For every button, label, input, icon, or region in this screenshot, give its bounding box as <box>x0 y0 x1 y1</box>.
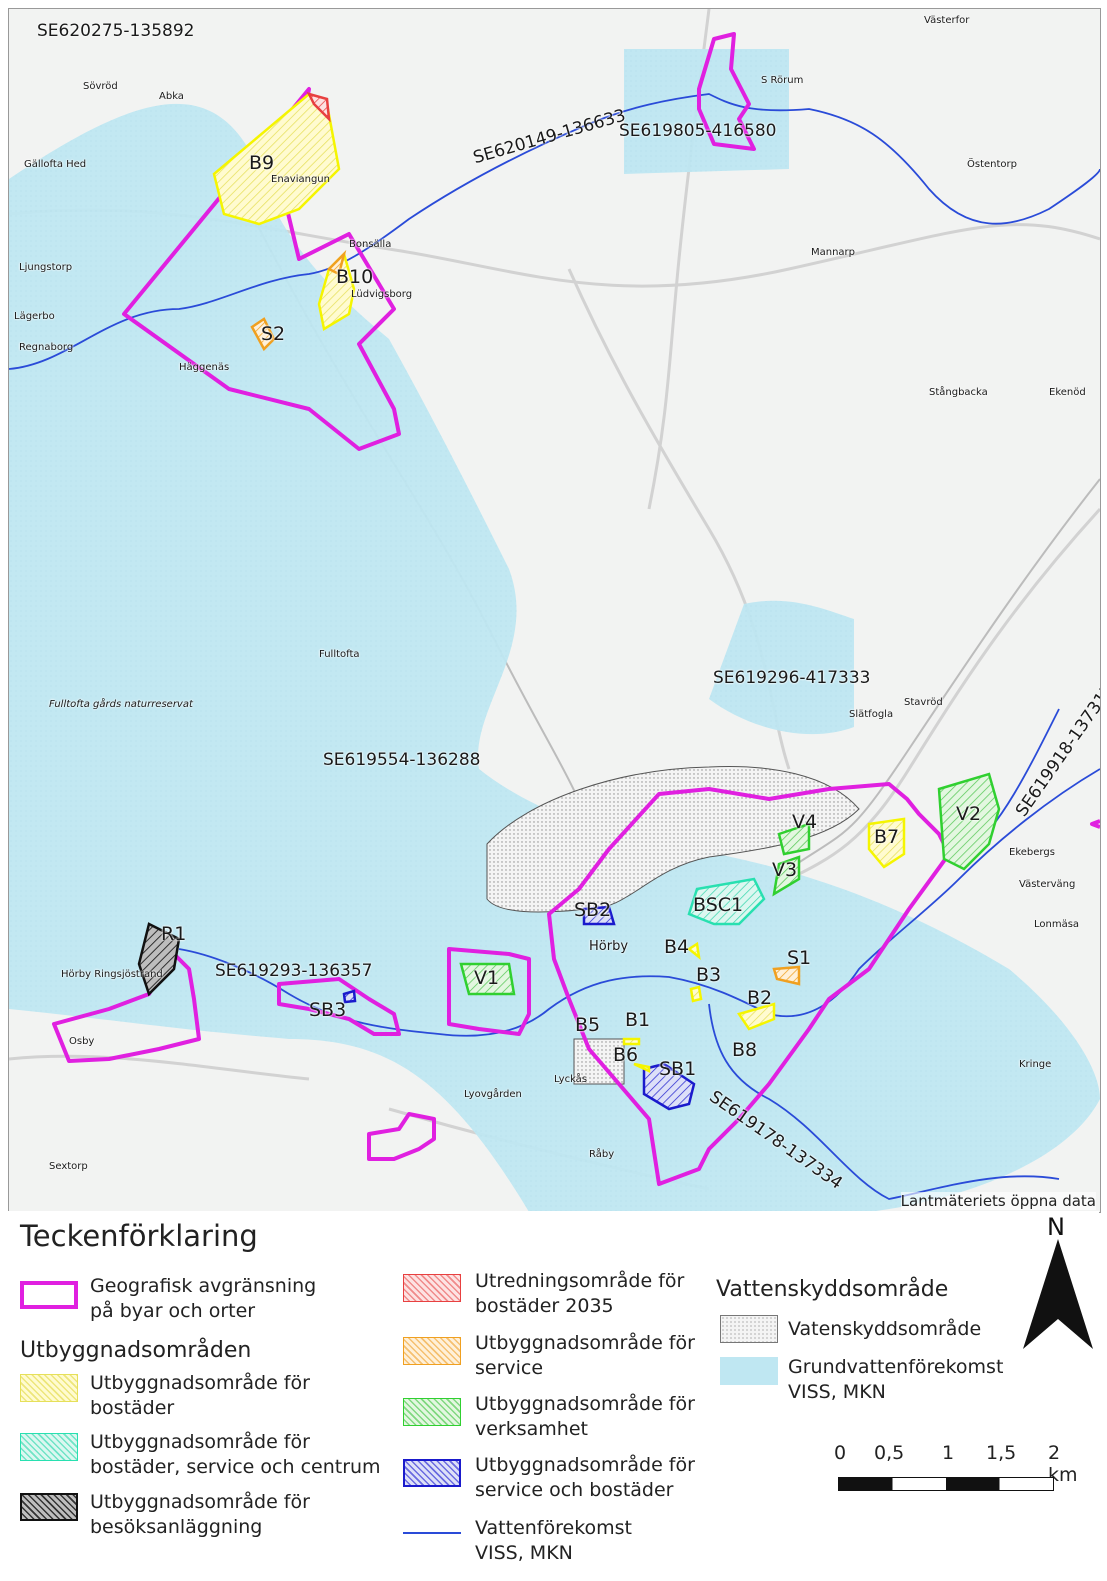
north-label: N <box>1047 1213 1065 1241</box>
map-credit: Lantmäteriets öppna data <box>900 1192 1096 1210</box>
place-name: Hörby <box>589 939 629 954</box>
service-housing-swatch <box>403 1459 461 1487</box>
place-name: Östentorp <box>967 159 1017 170</box>
place-name: Ekenöd <box>1049 387 1086 398</box>
place-name: Regnaborg <box>19 342 74 353</box>
zone-label[interactable]: B1 <box>625 1009 651 1031</box>
zone-label[interactable]: S1 <box>787 947 812 969</box>
groundwater-areas <box>9 49 1100 1212</box>
place-name: Lägerbo <box>14 311 55 322</box>
investigation-swatch <box>403 1274 461 1302</box>
zone-label[interactable]: B6 <box>613 1044 639 1066</box>
place-name: Abka <box>159 91 184 102</box>
place-name: Lyckås <box>554 1074 588 1085</box>
zone-label[interactable]: SB3 <box>309 999 347 1021</box>
place-name: Lonmäsa <box>1034 919 1080 930</box>
scale-label: 0 <box>834 1442 847 1464</box>
scale-label: 1,5 <box>986 1442 1017 1464</box>
groundwater-swatch <box>720 1357 778 1385</box>
legend-service-label: Utbyggnadsområde för service <box>475 1332 695 1379</box>
legend-service-housing-label: Utbyggnadsområde för service och bostäde… <box>475 1454 695 1501</box>
water-id-label: SE619805-416580 <box>619 121 777 141</box>
zone-label[interactable]: V1 <box>474 967 500 989</box>
place-name: Osby <box>69 1036 95 1047</box>
place-name: Fulltofta <box>319 649 360 660</box>
legend-expansion-heading: Utbyggnadsområden <box>20 1338 252 1363</box>
place-name: Enaviangun <box>271 174 330 185</box>
legend-boundary-label: Geografisk avgränsning på byar och orter <box>90 1275 317 1322</box>
place-name: Västerväng <box>1019 879 1076 890</box>
place-name: Lyovgården <box>464 1089 522 1100</box>
housing-swatch <box>20 1374 78 1402</box>
legend-protection-label: Vatenskyddsområde <box>788 1318 982 1340</box>
place-name: Lüdvigsborg <box>351 289 413 300</box>
place-name: Hörby Ringsjöstrand <box>61 969 163 980</box>
zone-label[interactable]: B7 <box>874 826 900 848</box>
boundary-swatch <box>20 1281 78 1309</box>
zone-label[interactable]: BSC1 <box>693 894 744 916</box>
zone-label[interactable]: V4 <box>792 811 818 833</box>
legend-investigation-label: Utredningsområde för bostäder 2035 <box>475 1270 685 1317</box>
scale-label: 0,5 <box>874 1442 905 1464</box>
scale-bar-graphic <box>838 1477 1054 1491</box>
place-name: Råby <box>589 1149 615 1160</box>
zone-label[interactable]: B5 <box>575 1014 601 1036</box>
place-name: Stavröd <box>904 697 943 708</box>
scale-label: 2 km <box>1048 1442 1078 1486</box>
place-name: S Rörum <box>761 75 804 86</box>
place-name: Ljungstorp <box>19 262 73 273</box>
zone-label[interactable]: B10 <box>336 266 374 288</box>
zone-label[interactable]: B9 <box>249 152 275 174</box>
place-name: Häggenäs <box>179 362 230 373</box>
legend-business-label: Utbyggnadsområde för verksamhet <box>475 1393 695 1440</box>
zone-label[interactable]: B3 <box>696 964 722 986</box>
water-id-label: SE619296-417333 <box>713 668 871 688</box>
legend-groundwater-label: Grundvattenförekomst VISS, MKN <box>788 1356 1004 1403</box>
legend-title: Teckenförklaring <box>20 1219 258 1253</box>
zone-label[interactable]: B4 <box>664 936 690 958</box>
expansion-areas <box>137 92 1001 1111</box>
business-swatch <box>403 1398 461 1426</box>
water-id-label: SE619554-136288 <box>323 750 481 770</box>
zone-label[interactable]: SB1 <box>659 1058 697 1080</box>
legend-protection-heading: Vattenskyddsområde <box>716 1277 949 1302</box>
protection-swatch <box>720 1315 778 1343</box>
zone-label[interactable]: R1 <box>161 923 187 945</box>
place-name: Västerfor <box>924 15 970 26</box>
water-body-line-swatch <box>403 1532 461 1534</box>
zone-label[interactable]: SB2 <box>574 899 612 921</box>
legend-water-body-label: Vattenförekomst VISS, MKN <box>475 1517 633 1564</box>
visitor-facility-swatch <box>20 1493 78 1521</box>
scale-label: 1 <box>942 1442 955 1464</box>
place-name: Kringe <box>1019 1059 1052 1070</box>
scale-labels: 0 0,5 1 1,5 2 km <box>834 1442 1094 1486</box>
place-name: Bonsälla <box>349 239 392 250</box>
water-id-label: SE620275-135892 <box>37 21 195 41</box>
water-id-label: SE619293-136357 <box>215 961 373 981</box>
zone-label[interactable]: B2 <box>747 987 773 1009</box>
service-swatch <box>403 1337 461 1365</box>
legend-housing-service-center-label: Utbyggnadsområde för bostäder, service o… <box>90 1431 381 1478</box>
map-graphics <box>9 9 1100 1212</box>
zone-label[interactable]: B8 <box>732 1039 758 1061</box>
zone-label[interactable]: V2 <box>956 803 982 825</box>
place-name: Stångbacka <box>929 387 988 398</box>
place-name: Ekebergs <box>1009 847 1055 858</box>
place-name: Fulltofta gårds naturreservat <box>49 699 193 710</box>
zone-label[interactable]: V3 <box>772 859 798 881</box>
place-name: Gällofta Hed <box>24 159 87 170</box>
housing-service-center-swatch <box>20 1433 78 1461</box>
north-arrow-icon <box>1023 1239 1093 1349</box>
map-canvas[interactable]: SE620275-135892 SE620149-136633 SE619805… <box>8 8 1101 1213</box>
legend-housing-label: Utbyggnadsområde för bostäder <box>90 1372 310 1419</box>
place-name: Slätfogla <box>849 709 894 720</box>
village-boundaries <box>52 32 1100 1186</box>
place-name: Sextorp <box>49 1161 88 1172</box>
zone-label[interactable]: S2 <box>261 323 286 345</box>
legend-visitor-label: Utbyggnadsområde för besöksanläggning <box>90 1491 310 1538</box>
place-name: Sövröd <box>83 81 118 92</box>
legend-panel: Teckenförklaring Geografisk avgränsning … <box>8 1211 1099 1579</box>
place-name: Mannarp <box>811 247 856 258</box>
